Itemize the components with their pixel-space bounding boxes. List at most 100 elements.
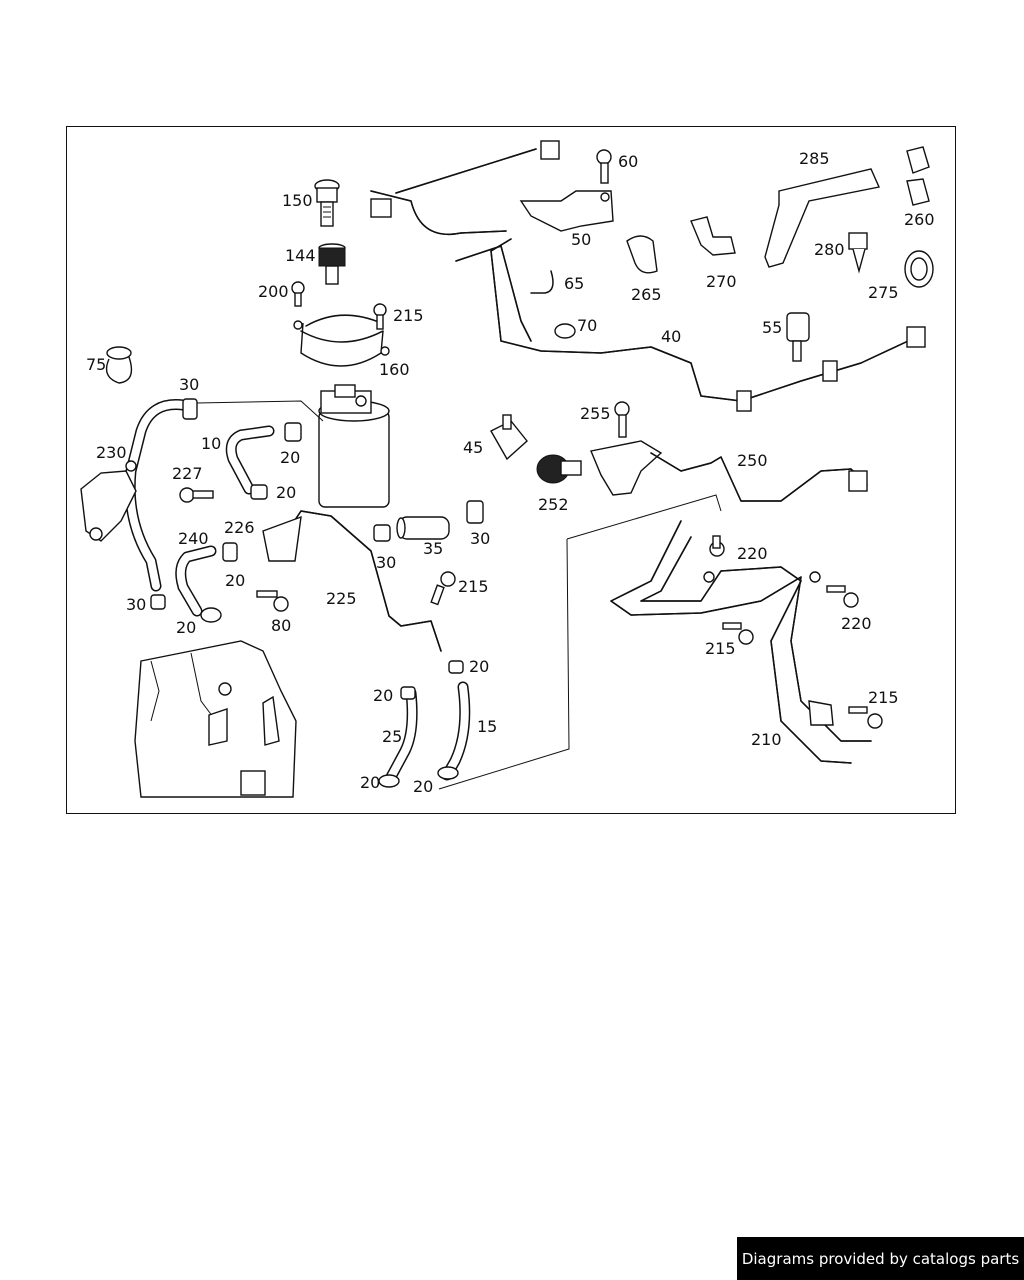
bolt-227 [179, 487, 214, 503]
label-20-g: 20 [360, 773, 380, 792]
label-20-c: 20 [225, 571, 245, 590]
label-160: 160 [379, 360, 410, 379]
label-35: 35 [423, 539, 443, 558]
label-30-a: 30 [179, 375, 199, 394]
label-285: 285 [799, 149, 830, 168]
clamp-20-h [437, 766, 459, 780]
bolt-220-a [709, 535, 725, 557]
label-280: 280 [814, 240, 845, 259]
label-220-b: 220 [841, 614, 872, 633]
filter-bracket-160 [293, 314, 390, 367]
label-45: 45 [463, 438, 483, 457]
clip-260 [906, 146, 930, 206]
bolt-60 [596, 149, 612, 184]
fuel-line-top [370, 140, 560, 235]
bolt-215-top [373, 303, 387, 330]
label-230: 230 [96, 443, 127, 462]
label-275: 275 [868, 283, 899, 302]
bolt-255 [614, 401, 630, 438]
clamp-20-c [222, 542, 238, 562]
bolt-80 [256, 590, 289, 612]
filter-insert-144 [318, 243, 346, 285]
credit-banner: Diagrams provided by catalogs parts [737, 1237, 1024, 1280]
hose-240 [175, 545, 217, 617]
bracket-285 [764, 168, 880, 268]
clip-65 [530, 270, 554, 294]
label-60: 60 [618, 152, 638, 171]
sensor-45 [490, 414, 528, 461]
clamp-20-f [400, 686, 416, 700]
bolt-220-b [826, 585, 859, 608]
connector-35 [396, 516, 450, 540]
valve-250 [590, 440, 868, 502]
label-20-a: 20 [280, 448, 300, 467]
clamp-275 [904, 250, 934, 288]
credit-text: Diagrams provided by catalogs parts [741, 1249, 1020, 1268]
hose-25 [385, 687, 418, 783]
line-210 [610, 520, 872, 764]
hose-230 [124, 399, 189, 592]
label-220-a: 220 [737, 544, 768, 563]
clamp-30-top [182, 398, 198, 420]
label-30-c: 30 [376, 553, 396, 572]
bracket-230 [80, 460, 137, 542]
hose-15 [441, 681, 471, 781]
clip-270 [690, 216, 736, 256]
clip-75 [105, 346, 133, 384]
clamp-20-d [200, 607, 222, 623]
label-252: 252 [538, 495, 569, 514]
clamp-30-bottom [150, 594, 166, 610]
label-270: 270 [706, 272, 737, 291]
label-215-a: 215 [393, 306, 424, 325]
label-75: 75 [86, 355, 106, 374]
label-55: 55 [762, 318, 782, 337]
label-210: 210 [751, 730, 782, 749]
label-20-b: 20 [276, 483, 296, 502]
fuel-filter-housing [318, 384, 390, 508]
label-30-b: 30 [126, 595, 146, 614]
fuel-line-40 [455, 238, 926, 412]
part-labels: 150 144 200 215 160 75 30 10 20 230 227 … [86, 149, 935, 796]
bolt-215-mid [430, 571, 456, 606]
clamp-20-g [378, 774, 400, 788]
label-144: 144 [285, 246, 316, 265]
clip-265 [626, 235, 658, 274]
bolt-215-right-a [722, 622, 754, 645]
label-255: 255 [580, 404, 611, 423]
bolt-215-right-b [848, 706, 883, 729]
fuel-line-225 [262, 510, 442, 652]
fuel-rail-bracket-50 [519, 190, 614, 232]
label-30-d: 30 [470, 529, 490, 548]
clamp-30-d [466, 500, 484, 524]
clamp-20-a [284, 422, 302, 442]
clip-70 [554, 323, 576, 339]
label-200: 200 [258, 282, 289, 301]
label-20-d: 20 [176, 618, 196, 637]
label-215-d: 215 [868, 688, 899, 707]
label-215-c: 215 [705, 639, 736, 658]
high-pressure-pump [134, 640, 297, 798]
clamp-30-c [373, 524, 391, 542]
fuel-line-parts-diagram: 150 144 200 215 160 75 30 10 20 230 227 … [80, 140, 935, 798]
label-240: 240 [178, 529, 209, 548]
label-50: 50 [571, 230, 591, 249]
clip-55 [786, 312, 810, 362]
label-260: 260 [904, 210, 935, 229]
label-80: 80 [271, 616, 291, 635]
label-215-b: 215 [458, 577, 489, 596]
label-20-e: 20 [469, 657, 489, 676]
label-20-f: 20 [373, 686, 393, 705]
clip-280 [848, 232, 868, 274]
label-226: 226 [224, 518, 255, 537]
filter-element-252 [536, 454, 582, 484]
label-25: 25 [382, 727, 402, 746]
filter-cap-150 [314, 179, 340, 227]
label-20-h: 20 [413, 777, 433, 796]
label-40: 40 [661, 327, 681, 346]
label-250: 250 [737, 451, 768, 470]
leader-lines [196, 400, 722, 790]
parts-diagram-frame: 150 144 200 215 160 75 30 10 20 230 227 … [66, 126, 956, 814]
label-150: 150 [282, 191, 313, 210]
hose-10 [225, 425, 275, 495]
label-265: 265 [631, 285, 662, 304]
